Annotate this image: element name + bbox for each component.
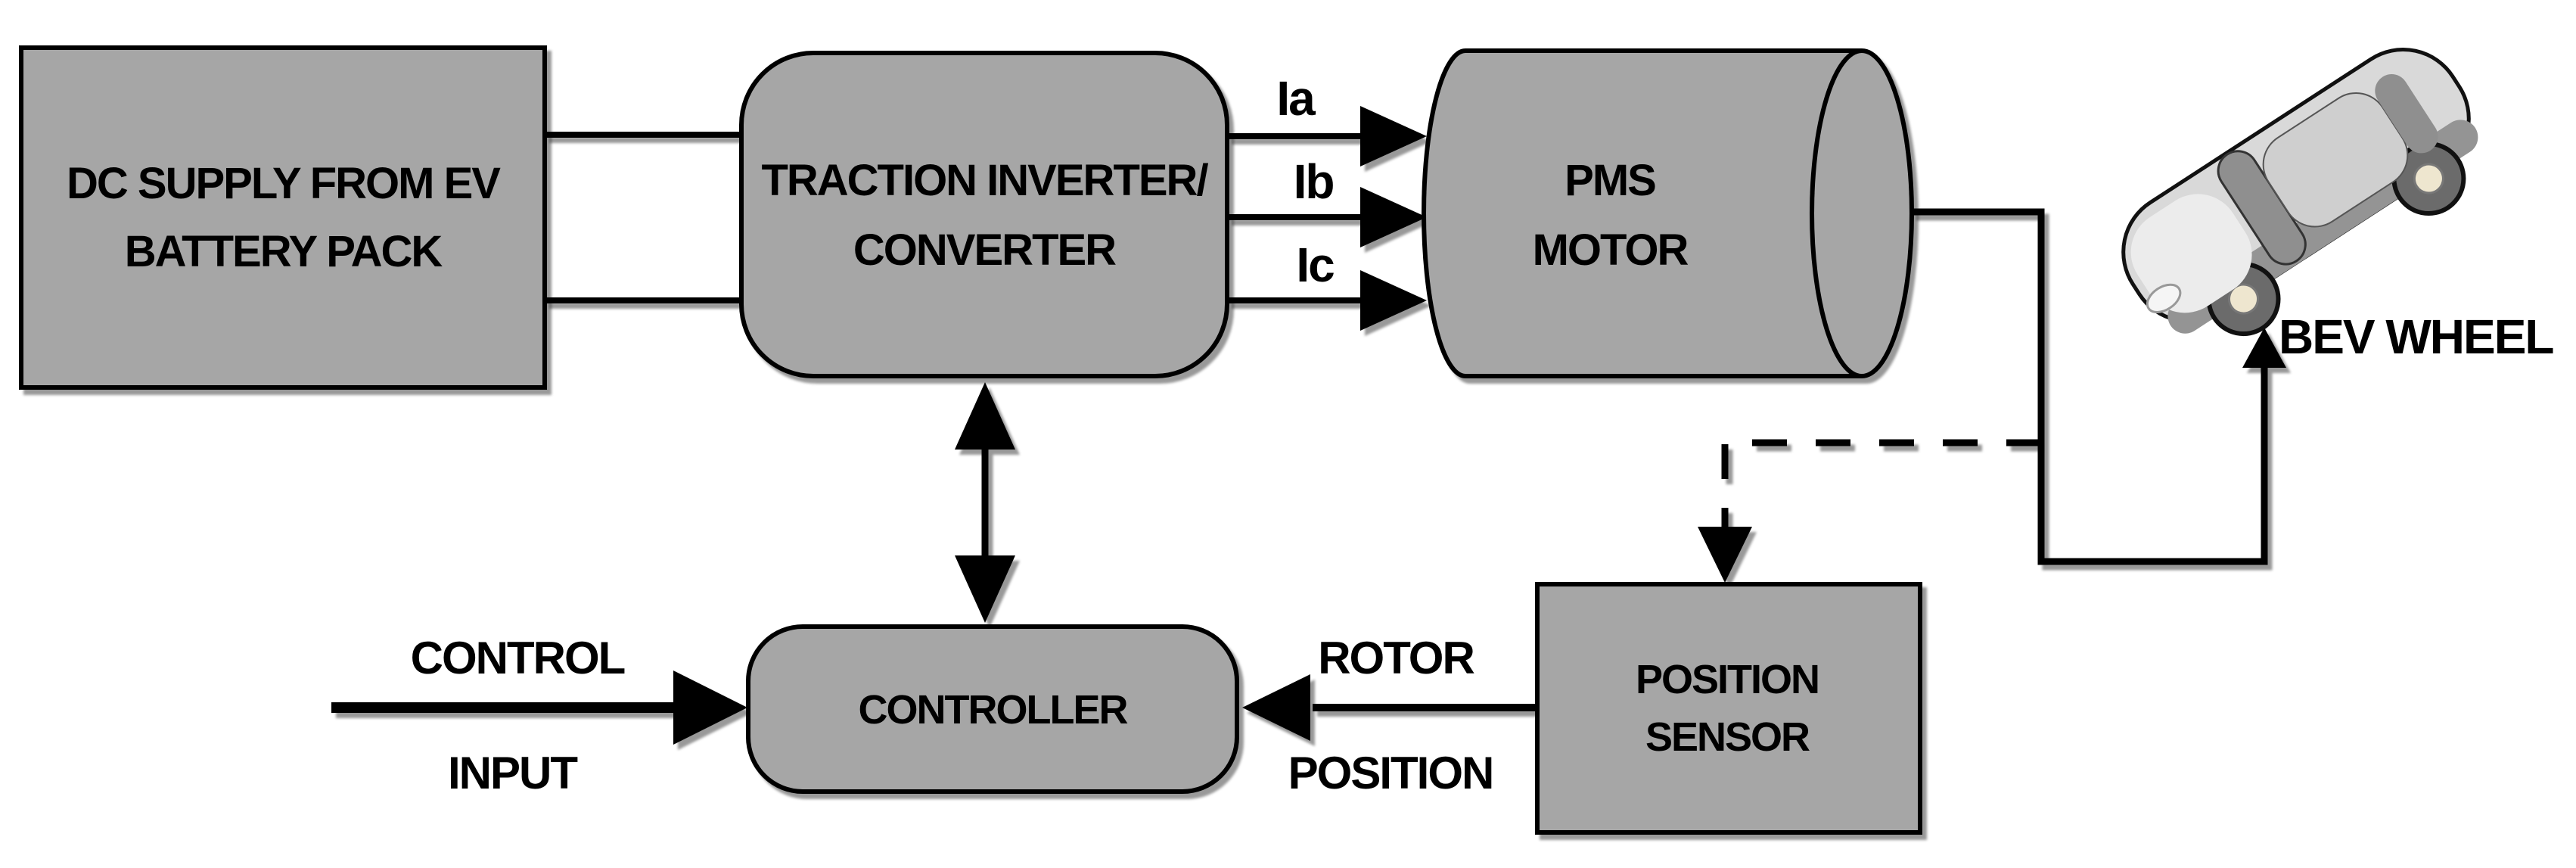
rotor-position-label-line1: ROTOR xyxy=(1318,633,1474,683)
phase-label-ia: Ia xyxy=(1276,71,1316,126)
wheel-arrow-head xyxy=(2242,328,2286,368)
wires-layer xyxy=(331,106,2286,745)
inverter-controller-arrow-head-down xyxy=(955,555,1015,623)
dc-supply-box xyxy=(19,45,547,390)
pms-motor-body xyxy=(1424,51,1862,376)
motor-label-line2: MOTOR xyxy=(1533,226,1689,275)
motor-sensor-dashed-head xyxy=(1698,527,1752,583)
car-icon xyxy=(2121,48,2478,337)
blocks-layer xyxy=(19,45,1922,835)
sensor-controller-arrow-head xyxy=(1242,674,1310,741)
position-sensor-box xyxy=(1535,582,1922,835)
motor-shaft-to-wheel-wire xyxy=(1912,208,2268,565)
pms-motor-cylinder xyxy=(1422,48,1914,378)
bev-wheel-label: BEV WHEEL xyxy=(2279,310,2553,364)
car-headlight xyxy=(2146,283,2182,313)
phase-arrow-ic-head xyxy=(1360,270,1427,331)
pms-motor-end-face xyxy=(1810,48,1914,378)
dc-supply-label-line2: BATTERY PACK xyxy=(125,227,443,276)
pms-motor-body-outline xyxy=(1422,48,1862,378)
control-input-label-line2: INPUT xyxy=(448,748,577,798)
phase-label-ic: Ic xyxy=(1296,238,1334,292)
inverter-label-line1: TRACTION INVERTER/ xyxy=(761,156,1208,205)
traction-inverter-box xyxy=(739,51,1229,378)
phase-arrow-ia-head xyxy=(1360,106,1427,166)
dc-supply-label-line1: DC SUPPLY FROM EV xyxy=(67,159,501,208)
position-sensor-label-line2: SENSOR xyxy=(1645,714,1810,760)
control-input-arrow-head xyxy=(673,670,747,745)
motor-sensor-dashed-link xyxy=(1721,439,2041,528)
phase-label-ib: Ib xyxy=(1294,154,1334,209)
rotor-position-label-line2: POSITION xyxy=(1288,748,1493,798)
phase-arrow-ib-head xyxy=(1360,187,1427,247)
car-rear-window xyxy=(2375,74,2438,154)
controller-label: CONTROLLER xyxy=(859,687,1128,733)
control-input-label-line1: CONTROL xyxy=(411,633,625,683)
controller-box xyxy=(746,624,1239,794)
car-rear-wheel xyxy=(2391,142,2466,216)
labels-layer: DC SUPPLY FROM EV BATTERY PACK TRACTION … xyxy=(67,71,2555,798)
inverter-label-line2: CONVERTER xyxy=(853,226,1116,275)
motor-label-line1: PMS xyxy=(1565,156,1655,205)
inverter-controller-arrow-head-up xyxy=(955,382,1015,450)
car-hood xyxy=(2130,194,2252,313)
position-sensor-label-line1: POSITION xyxy=(1636,657,1819,702)
